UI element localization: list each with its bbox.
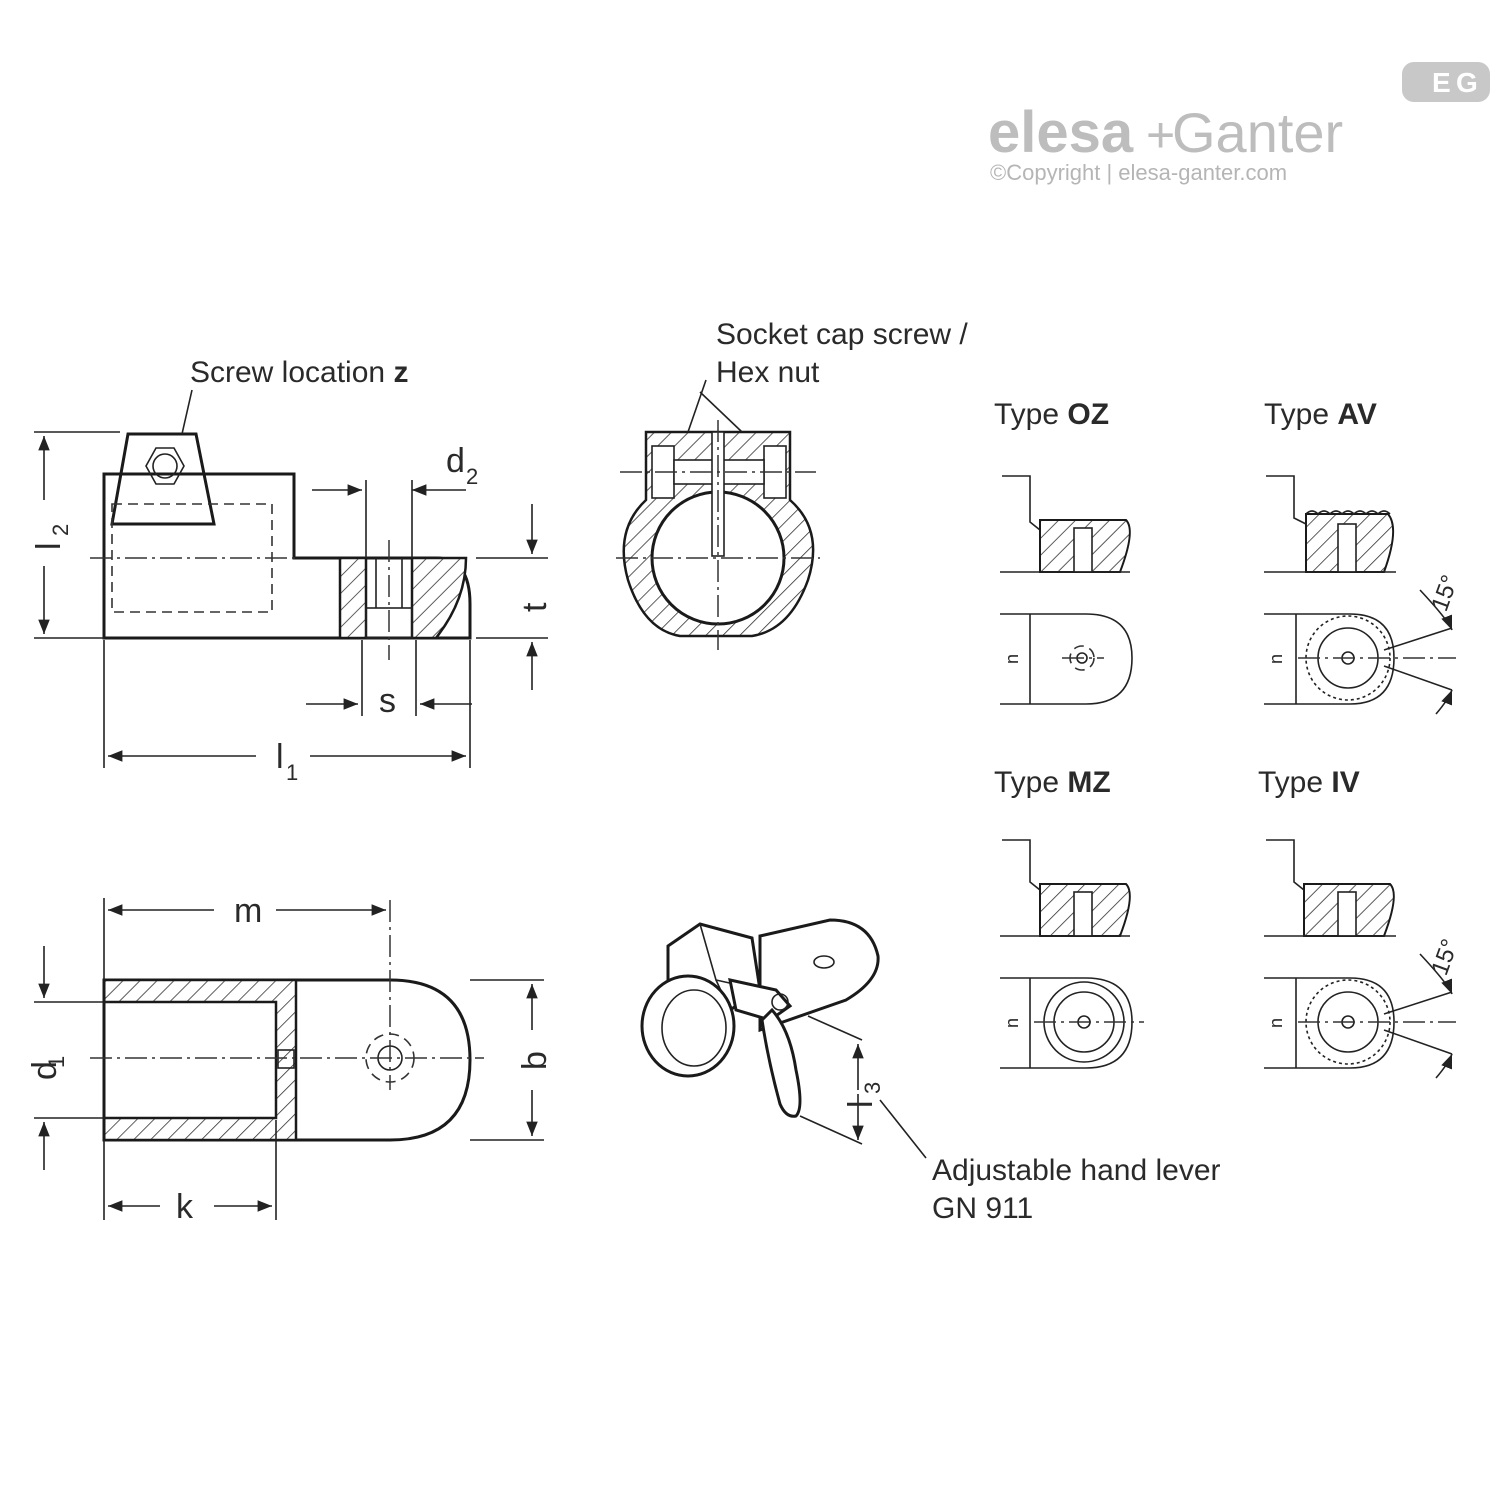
dim-l2-sub: 2 [48,524,73,536]
svg-text:Type MZ: Type MZ [994,766,1111,799]
side-view-dimensions: l 2 d 2 t s l 1 [30,431,554,785]
dim-l1-sub: 1 [286,760,298,785]
brand-badge-left: E [1432,67,1451,98]
dim-k: k [176,1188,194,1226]
svg-text:Type AV: Type AV [1264,398,1377,431]
dim-b: b [516,1051,554,1070]
front-view [616,379,820,650]
type-oz-code: OZ [1067,398,1109,431]
type-iv-code: IV [1331,766,1359,799]
brand-name-plus: + [1146,107,1175,163]
label-hand-lever-2: GN 911 [932,1192,1033,1225]
dim-d1: d [26,1061,64,1080]
type-mz-code: MZ [1067,766,1110,799]
svg-text:Type OZ: Type OZ [994,398,1109,431]
type-av-code: AV [1337,398,1376,431]
type-av-drawings: 15° n [1264,475,1464,715]
top-view-dimensions: m d 1 b k [26,892,554,1226]
type-iv-prefix: Type [1258,766,1331,799]
isometric-view: l 3 [640,918,927,1159]
brand-logo: E G elesa + Ganter ©Copyright | elesa-ga… [988,62,1490,185]
dim-d2-sub: 2 [466,464,478,489]
dim-l3-sub: 3 [860,1082,885,1094]
brand-name-left: elesa [988,100,1134,165]
dim-s: s [379,682,396,720]
label-screw-location: Screw location [190,356,393,389]
type-av-n: n [1266,654,1286,664]
dim-l3: l [842,1100,880,1108]
copyright-text: ©Copyright | elesa-ganter.com [990,160,1287,185]
type-mz-prefix: Type [994,766,1067,799]
label-screw-location-z: z [393,356,408,389]
type-av-angle: 15° [1426,572,1464,615]
type-iv-drawings: 15° n [1264,839,1464,1079]
dim-t: t [516,602,554,612]
type-iv-n: n [1266,1018,1286,1028]
top-view [90,900,484,1142]
svg-text:Type IV: Type IV [1258,766,1360,799]
type-oz-drawings: n [1000,475,1133,705]
label-socket-cap-2: Hex nut [716,356,820,389]
brand-name-right: Ganter [1172,101,1343,164]
label-hand-lever-1: Adjustable hand lever [932,1154,1221,1187]
type-av-prefix: Type [1264,398,1337,431]
type-iv-angle: 15° [1426,936,1464,979]
type-mz-drawings: n [1000,839,1144,1069]
type-mz-n: n [1002,1018,1022,1028]
brand-badge-right: G [1456,67,1478,98]
dim-d1-sub: 1 [44,1056,69,1068]
dim-d2: d [446,442,465,480]
type-oz-prefix: Type [994,398,1067,431]
dim-m: m [234,892,262,930]
dim-l1: l [276,738,284,776]
side-view [90,389,472,660]
svg-text:Screw location z: Screw location z [190,356,408,389]
label-socket-cap-1: Socket cap screw / [716,318,968,351]
brand-badge [1402,62,1490,102]
dim-l2: l [30,542,68,550]
type-oz-n: n [1002,654,1022,664]
